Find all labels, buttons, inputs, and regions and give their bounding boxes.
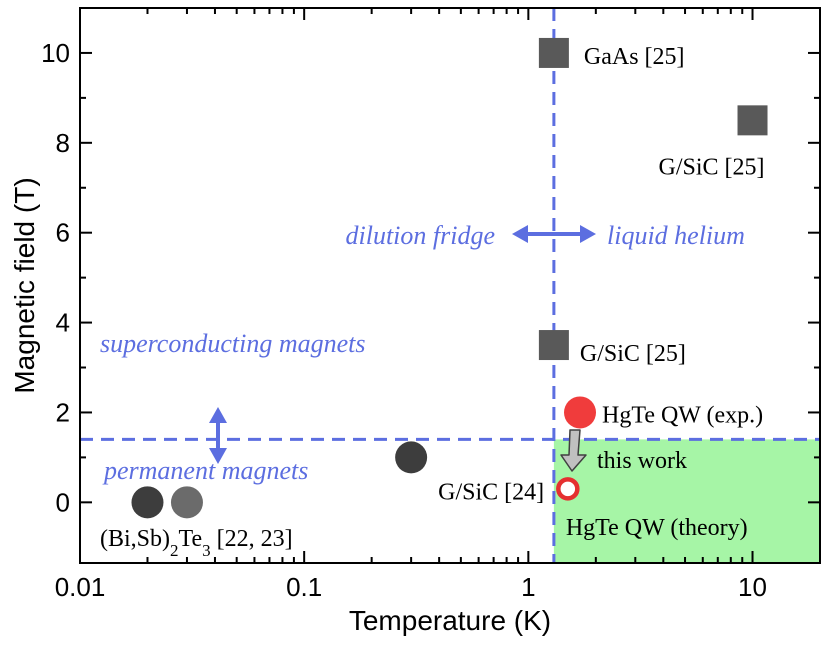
x-tick-label: 1 — [521, 572, 535, 602]
points-layer — [131, 37, 768, 519]
x-tick-label: 0.1 — [286, 572, 322, 602]
data-point-square — [538, 330, 569, 361]
magnet-arrow-head-bottom — [209, 448, 227, 464]
x-tick-label: 10 — [738, 572, 767, 602]
point-label-hgte-theory: HgTe QW (theory) — [566, 515, 748, 541]
arrows-layer — [209, 225, 596, 472]
annotation-superconducting-magnets: superconducting magnets — [100, 329, 366, 358]
label-part: (Bi,Sb) — [100, 526, 170, 552]
subscript: 2 — [170, 541, 179, 560]
plot-frame — [79, 7, 821, 564]
data-point-square — [737, 105, 768, 136]
highlight-region-layer — [553, 439, 820, 563]
data-point-square — [538, 37, 569, 68]
data-point-circle — [564, 396, 597, 429]
liquid-helium-permanent-magnet-region — [553, 439, 820, 563]
point-label-gsic-03k: G/SiC [24] — [438, 479, 544, 505]
threshold-lines-layer — [80, 8, 820, 563]
cryostat-arrow-head-left — [512, 225, 528, 243]
data-point-circle — [395, 441, 428, 474]
data-point-circle — [131, 486, 164, 519]
axes-layer — [79, 7, 821, 564]
point-label-gsic-1k: G/SiC [25] — [580, 341, 686, 367]
point-label-bisbte: (Bi,Sb)2Te3 [22, 23] — [100, 526, 293, 560]
x-axis-title: Temperature (K) — [349, 605, 551, 636]
exp-to-theory-arrow — [560, 429, 587, 472]
point-label-gsic-10k: G/SiC [25] — [659, 154, 765, 180]
y-tick-label: 6 — [56, 218, 70, 248]
y-tick-label: 2 — [56, 397, 70, 427]
point-label-gaas: GaAs [25] — [584, 44, 685, 70]
point-label-hgte-exp: HgTe QW (exp.) — [602, 402, 763, 428]
data-point-open-circle — [556, 477, 580, 501]
annotation-this-work: this work — [597, 448, 687, 474]
y-tick-label: 0 — [56, 487, 70, 517]
annotation-liquid-helium: liquid helium — [607, 221, 745, 250]
label-part: Te — [179, 526, 203, 552]
subscript: 3 — [202, 541, 211, 560]
annotation-dilution-fridge: dilution fridge — [346, 221, 496, 250]
label-part: [22, 23] — [211, 526, 293, 552]
x-tick-label: 0.01 — [55, 572, 106, 602]
y-tick-label: 4 — [56, 308, 70, 338]
data-point-circle — [170, 486, 203, 519]
y-tick-label: 8 — [56, 128, 70, 158]
magnet-arrow-head-top — [209, 407, 227, 423]
y-axis-title: Magnetic field (T) — [9, 177, 40, 393]
y-tick-label: 10 — [41, 38, 70, 68]
cryostat-arrow-head-right — [580, 225, 596, 243]
annotation-permanent-magnets: permanent magnets — [102, 456, 308, 485]
